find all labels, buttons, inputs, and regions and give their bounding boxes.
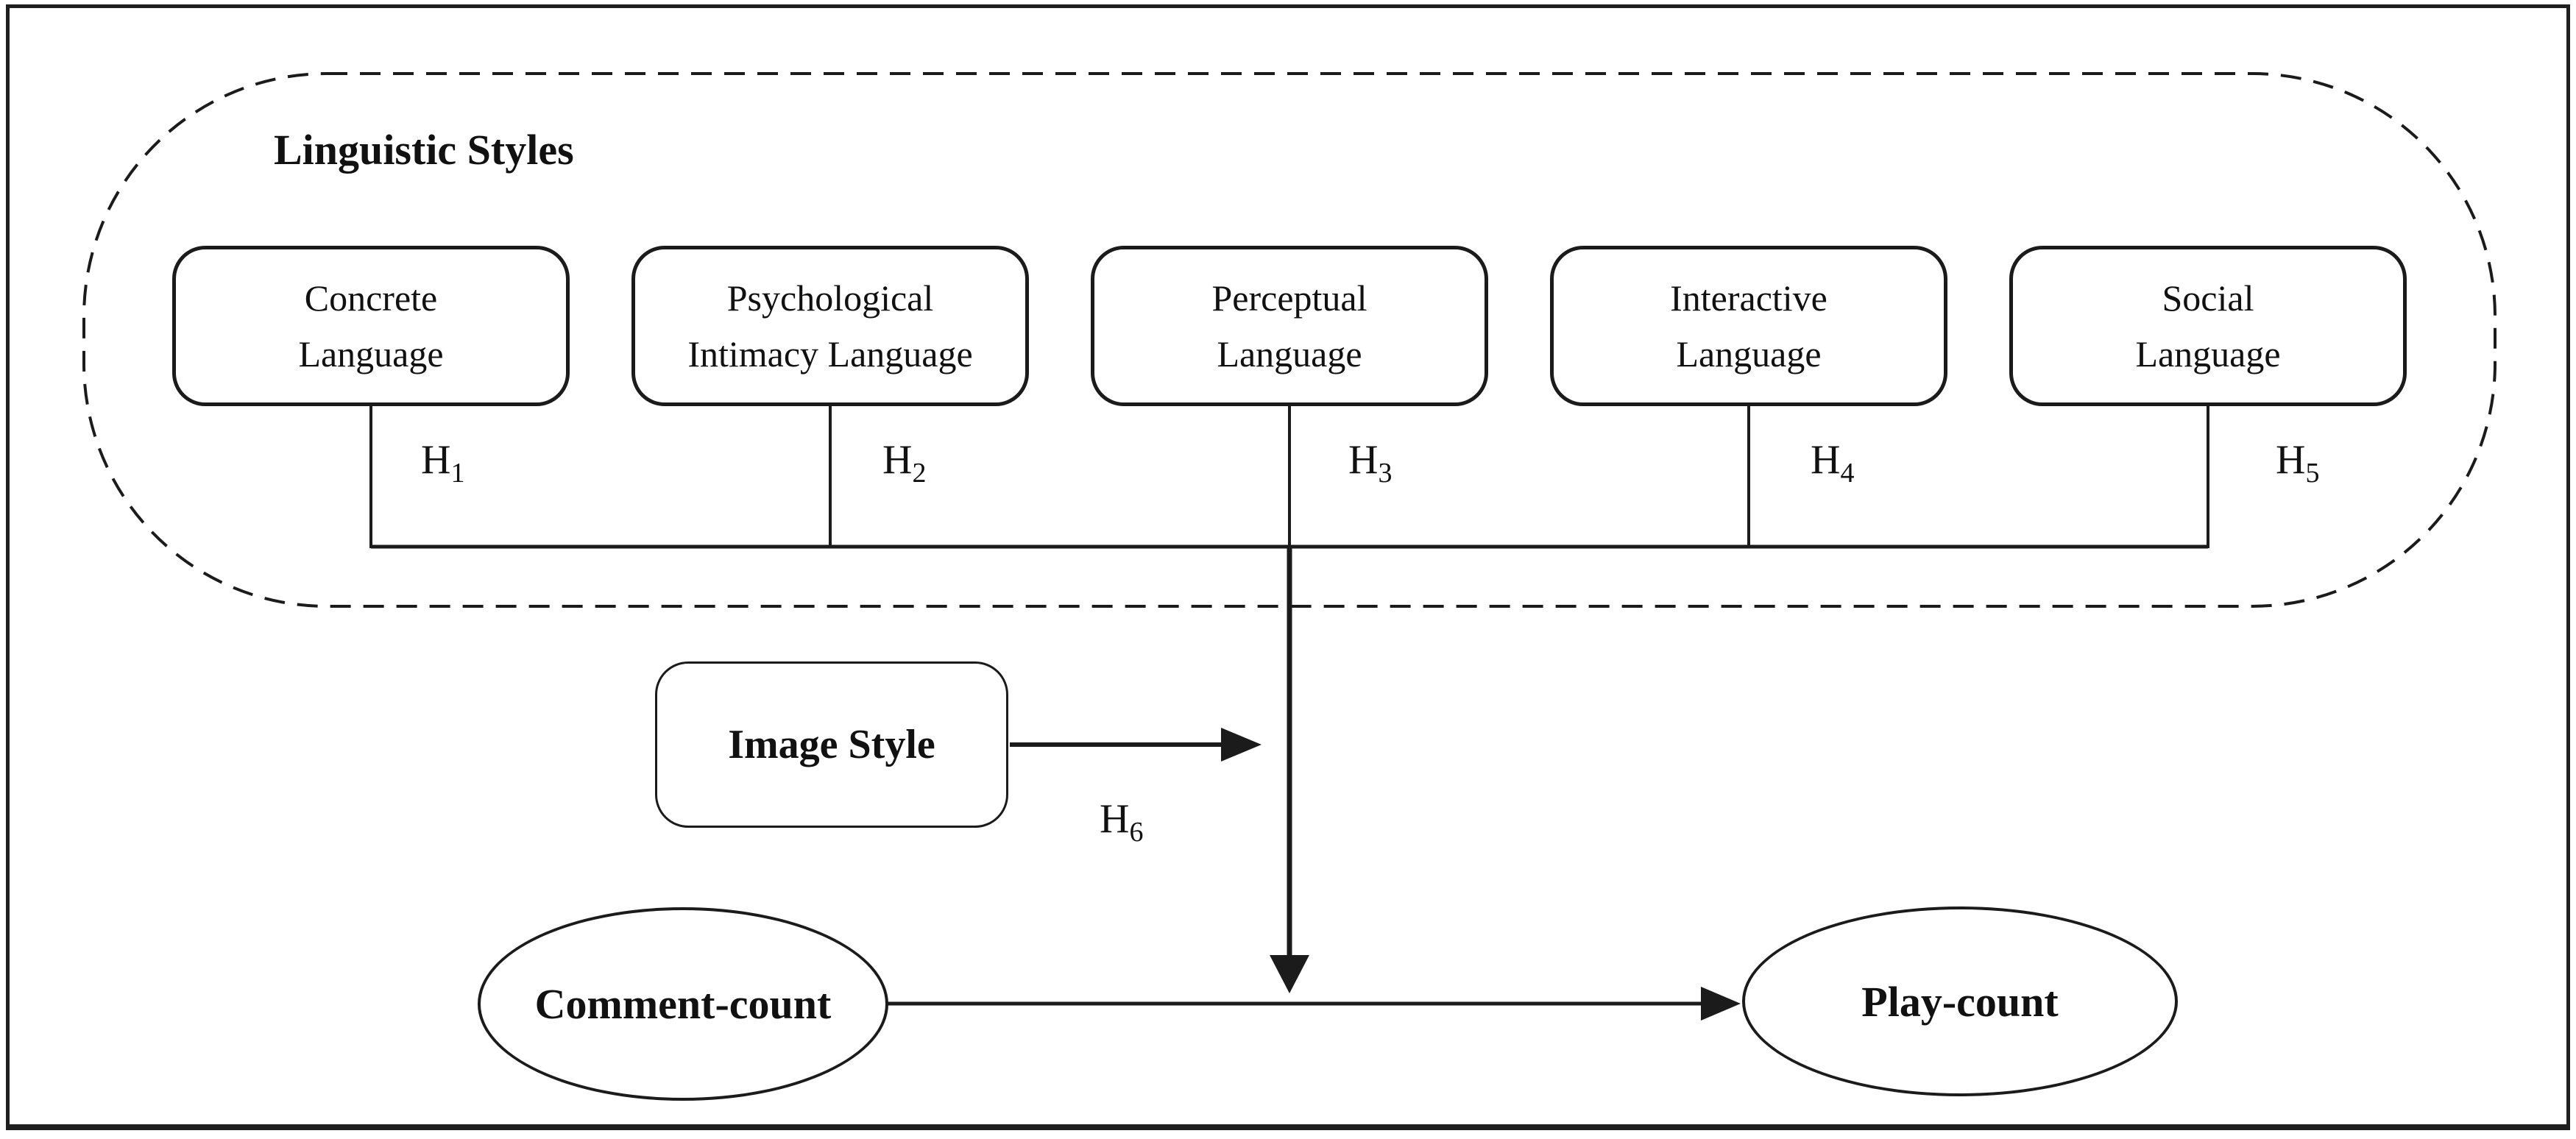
comment-count-ellipse: Comment-count [478, 907, 888, 1101]
image-style-label: Image Style [728, 722, 935, 767]
play-count-label: Play-count [1861, 977, 2059, 1026]
interactive-language-box: Interactive Language [1550, 246, 1947, 406]
psychological-intimacy-line2: Intimacy Language [687, 333, 973, 375]
perceptual-language-box: Perceptual Language [1091, 246, 1488, 406]
interactive-language-line1: Interactive [1670, 277, 1827, 319]
hypothesis-label-h3: H3 [1348, 437, 1393, 489]
hypothesis-label-h6: H6 [1100, 796, 1144, 848]
hypothesis-label-h5: H5 [2276, 437, 2320, 489]
social-language-line2: Language [2135, 333, 2281, 375]
comment-to-play-arrowhead-icon [1701, 987, 1741, 1021]
concrete-language-line1: Concrete [304, 277, 438, 319]
concrete-language-line2: Language [298, 333, 444, 375]
figure-outer-border [6, 4, 2570, 1130]
perceptual-language-line2: Language [1217, 333, 1362, 375]
comment-count-label: Comment-count [534, 980, 832, 1028]
social-language-box: Social Language [2009, 246, 2407, 406]
play-count-ellipse: Play-count [1742, 906, 2178, 1096]
psychological-intimacy-language-box: Psychological Intimacy Language [631, 246, 1029, 406]
image-style-box: Image Style [655, 661, 1008, 828]
hypothesis-label-h4: H4 [1811, 437, 1855, 489]
perceptual-language-line1: Perceptual [1211, 277, 1367, 319]
social-language-line1: Social [2162, 277, 2254, 319]
linguistic-styles-dashed-border [82, 72, 2497, 608]
interactive-language-line2: Language [1676, 333, 1822, 375]
psychological-intimacy-line1: Psychological [726, 277, 934, 319]
linguistic-styles-title: Linguistic Styles [274, 126, 574, 174]
hypothesis-label-h1: H1 [421, 437, 465, 489]
styles-to-playcount-arrowhead-icon [1270, 955, 1309, 993]
image-style-arrowhead-icon [1221, 728, 1262, 762]
concrete-language-box: Concrete Language [172, 246, 570, 406]
hypothesis-label-h2: H2 [882, 437, 927, 489]
